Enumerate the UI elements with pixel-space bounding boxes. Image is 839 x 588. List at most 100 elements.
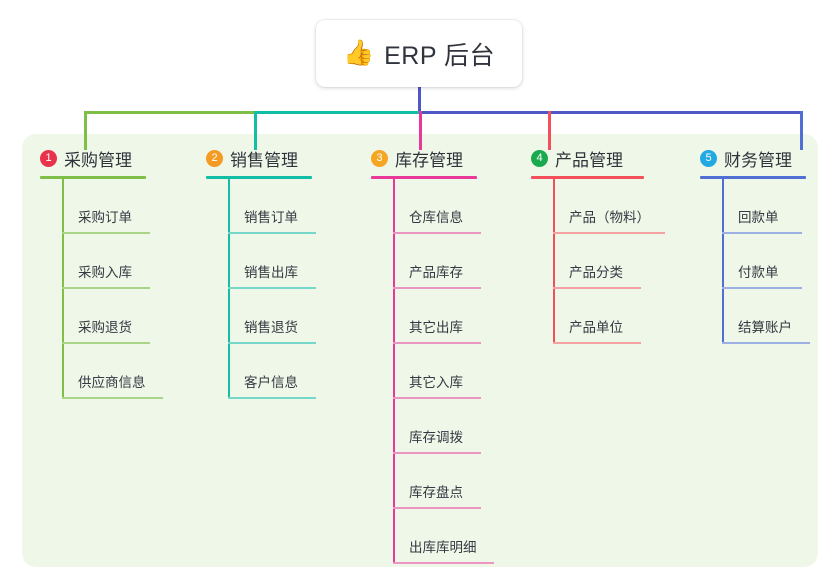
list-item[interactable]: 仓库信息: [371, 179, 521, 234]
list-item-label: 库存盘点: [409, 485, 463, 501]
list-item-rule: [228, 342, 316, 344]
category-rule-4: [531, 176, 644, 179]
root-stem-connector: [417, 87, 421, 114]
list-item-rule: [393, 232, 481, 234]
list-item-label: 其它出库: [409, 320, 463, 336]
list-item-label: 采购订单: [78, 210, 132, 226]
bar-segment-3: [419, 111, 551, 114]
list-item[interactable]: 产品库存: [371, 234, 521, 289]
category-title-4: 产品管理: [555, 150, 623, 170]
list-item-rule: [62, 287, 150, 289]
item-spine-4: [553, 179, 555, 344]
category-header-4[interactable]: 4 产品管理: [531, 146, 691, 170]
category-title-3: 库存管理: [395, 150, 463, 170]
category-badge-4: 4: [531, 149, 548, 167]
list-item-label: 出库库明细: [409, 540, 477, 556]
list-item-rule: [62, 397, 163, 399]
list-item-rule: [722, 287, 802, 289]
category-column-5: 5 财务管理回款单付款单结算账户: [700, 146, 839, 344]
category-title-5: 财务管理: [724, 150, 792, 170]
list-item-label: 产品单位: [569, 320, 623, 336]
item-spine-5: [722, 179, 724, 344]
list-item-rule: [393, 342, 481, 344]
list-item[interactable]: 产品单位: [531, 289, 691, 344]
list-item-label: 回款单: [738, 210, 779, 226]
list-item-rule: [393, 562, 494, 564]
list-item-label: 客户信息: [244, 375, 298, 391]
list-item[interactable]: 销售退货: [206, 289, 356, 344]
list-item-label: 产品库存: [409, 265, 463, 281]
item-list-5: 回款单付款单结算账户: [700, 179, 839, 344]
category-header-5[interactable]: 5 财务管理: [700, 146, 839, 170]
list-item-label: 采购入库: [78, 265, 132, 281]
list-item-label: 销售出库: [244, 265, 298, 281]
list-item-rule: [228, 397, 316, 399]
list-item-label: 库存调拨: [409, 430, 463, 446]
item-list-4: 产品（物料） 产品分类产品单位: [531, 179, 691, 344]
category-title-1: 采购管理: [64, 150, 132, 170]
content-panel: [22, 134, 818, 567]
list-item[interactable]: 回款单: [700, 179, 839, 234]
list-item[interactable]: 销售订单: [206, 179, 356, 234]
thumbs-up-icon: 👍: [342, 39, 375, 67]
list-item-label: 销售退货: [244, 320, 298, 336]
category-rule-3: [371, 176, 477, 179]
bar-segment-2: [254, 111, 422, 114]
drop-connector-5: [800, 111, 803, 150]
drop-connector-4: [548, 111, 551, 150]
category-column-4: 4 产品管理产品（物料） 产品分类产品单位: [531, 146, 691, 344]
list-item-rule: [553, 232, 665, 234]
item-spine-1: [62, 179, 64, 399]
list-item-rule: [722, 232, 802, 234]
category-badge-3: 3: [371, 149, 388, 167]
drop-connector-2: [254, 111, 257, 150]
list-item[interactable]: 结算账户: [700, 289, 839, 344]
list-item-label: 销售订单: [244, 210, 298, 226]
category-title-2: 销售管理: [230, 150, 298, 170]
list-item[interactable]: 采购入库: [40, 234, 190, 289]
category-header-1[interactable]: 1 采购管理: [40, 146, 190, 170]
list-item-rule: [62, 342, 150, 344]
list-item-rule: [393, 452, 481, 454]
list-item[interactable]: 产品（物料）: [531, 179, 691, 234]
list-item[interactable]: 出库库明细: [371, 509, 521, 564]
item-list-3: 仓库信息产品库存其它出库其它入库库存调拨库存盘点出库库明细: [371, 179, 521, 564]
list-item-rule: [722, 342, 810, 344]
list-item-label: 其它入库: [409, 375, 463, 391]
list-item-rule: [62, 232, 150, 234]
list-item[interactable]: 销售出库: [206, 234, 356, 289]
list-item-label: 结算账户: [738, 320, 792, 336]
list-item-label: 产品（物料）: [569, 210, 650, 226]
category-rule-5: [700, 176, 806, 179]
list-item[interactable]: 客户信息: [206, 344, 356, 399]
list-item[interactable]: 付款单: [700, 234, 839, 289]
category-badge-5: 5: [700, 149, 717, 167]
list-item-rule: [553, 287, 641, 289]
list-item-label: 采购退货: [78, 320, 132, 336]
list-item[interactable]: 库存调拨: [371, 399, 521, 454]
item-list-2: 销售订单销售出库销售退货客户信息: [206, 179, 356, 399]
category-header-3[interactable]: 3 库存管理: [371, 146, 521, 170]
list-item[interactable]: 供应商信息: [40, 344, 190, 399]
category-badge-1: 1: [40, 149, 57, 167]
list-item[interactable]: 采购退货: [40, 289, 190, 344]
list-item-rule: [393, 507, 481, 509]
list-item[interactable]: 其它入库: [371, 344, 521, 399]
category-column-3: 3 库存管理仓库信息产品库存其它出库其它入库库存调拨库存盘点出库库明细: [371, 146, 521, 564]
bar-segment-4: [548, 111, 803, 114]
list-item[interactable]: 库存盘点: [371, 454, 521, 509]
list-item[interactable]: 其它出库: [371, 289, 521, 344]
list-item[interactable]: 产品分类: [531, 234, 691, 289]
list-item-label: 仓库信息: [409, 210, 463, 226]
bar-segment-1: [84, 111, 257, 114]
category-rule-1: [40, 176, 146, 179]
category-column-1: 1 采购管理采购订单采购入库采购退货供应商信息: [40, 146, 190, 399]
list-item[interactable]: 采购订单: [40, 179, 190, 234]
category-rule-2: [206, 176, 312, 179]
item-list-1: 采购订单采购入库采购退货供应商信息: [40, 179, 190, 399]
drop-connector-1: [84, 111, 87, 150]
root-node[interactable]: 👍 ERP 后台: [316, 20, 522, 87]
